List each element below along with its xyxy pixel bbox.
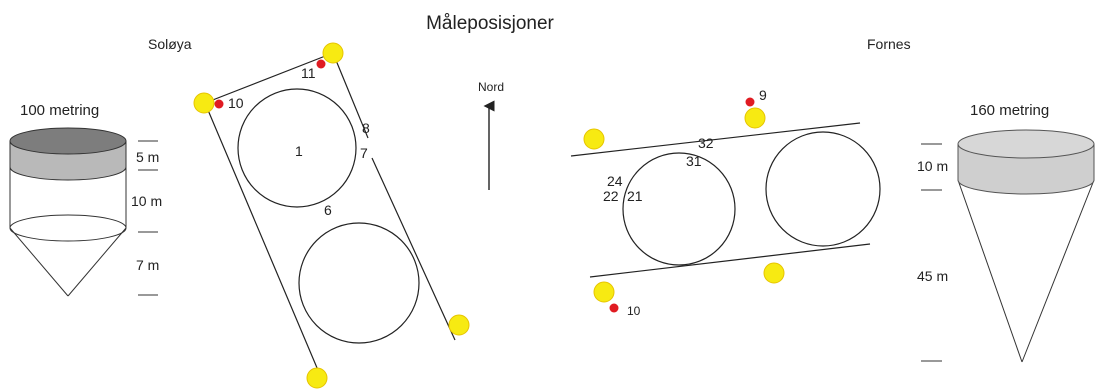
buoy-marker <box>448 314 470 336</box>
buoy-marker <box>763 262 785 284</box>
point-label-22: 22 <box>603 188 619 204</box>
net-pen-1 <box>237 88 357 208</box>
net-pen-4 <box>765 131 881 247</box>
dim-label-10m: 10 m <box>131 193 162 209</box>
point-label-7: 7 <box>360 145 368 161</box>
buoy-marker <box>306 367 328 389</box>
net-pen-2 <box>298 222 420 344</box>
north-label: Nord <box>478 80 504 94</box>
buoy-marker <box>583 128 605 150</box>
point-label-9: 9 <box>759 87 767 103</box>
buoy-marker <box>593 281 615 303</box>
farm-frame-fornes <box>570 122 881 278</box>
sensor-point-11 <box>316 59 326 69</box>
farm-frame-soloya <box>204 52 456 383</box>
dim-label-5m: 5 m <box>136 149 159 165</box>
point-label-6: 6 <box>324 202 332 218</box>
dimension-ticks-right <box>921 143 942 362</box>
dimension-ticks-left <box>138 140 158 296</box>
point-label-11: 11 <box>301 65 316 81</box>
dim-label-10m-right: 10 m <box>917 158 948 174</box>
buoy-marker <box>193 92 215 114</box>
buoys-fornes <box>583 107 785 303</box>
point-label-1: 1 <box>295 143 303 159</box>
sensor-point-9 <box>745 97 755 107</box>
buoy-marker <box>322 42 344 64</box>
site-name-soloya: Soløya <box>148 36 192 52</box>
point-label-10-fornes: 10 <box>627 304 641 318</box>
dim-label-7m: 7 m <box>136 257 159 273</box>
net-label-160: 160 metring <box>970 102 1049 119</box>
net-pen-160m-diagram <box>957 129 1095 363</box>
page-title: Måleposisjoner <box>426 13 554 34</box>
dim-label-45m: 45 m <box>917 268 948 284</box>
point-label-31: 31 <box>686 153 702 169</box>
point-label-24: 24 <box>607 173 623 189</box>
point-label-21: 21 <box>627 188 643 204</box>
buoy-marker <box>744 107 766 129</box>
point-label-10: 10 <box>228 95 244 111</box>
net-pen-3 <box>622 152 736 266</box>
buoys-soloya <box>193 42 470 389</box>
site-name-fornes: Fornes <box>867 36 911 52</box>
sensor-point-10-fornes <box>609 303 619 313</box>
net-label-100: 100 metring <box>20 102 99 119</box>
point-label-32: 32 <box>698 135 714 151</box>
net-pen-100m-diagram <box>9 127 127 297</box>
sensor-point-10 <box>214 99 224 109</box>
point-label-8: 8 <box>362 120 370 136</box>
